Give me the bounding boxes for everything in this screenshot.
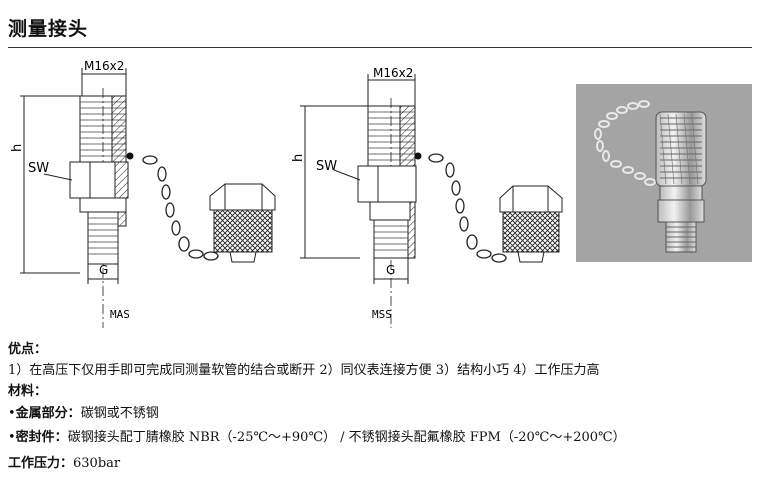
mas-drawing: M16x2 h SW G (10, 59, 276, 328)
mas-thread-label: M16x2 (84, 59, 124, 73)
technical-drawings: M16x2 h SW G (10, 59, 563, 328)
pressure-label: 工作压力： (8, 456, 74, 471)
mss-thread-label: M16x2 (373, 66, 413, 80)
mas-sw-label: SW (28, 161, 49, 176)
mss-g-label: G (386, 263, 395, 277)
mss-caption: MSS (372, 308, 392, 321)
seal-value: 碳钢接头配丁腈橡胶 NBR（-25℃～+90℃） / 不锈钢接头配氟橡胶 FPM… (67, 430, 626, 445)
metal-label: 金属部分： (15, 406, 81, 421)
bullet-icon: • (8, 406, 16, 421)
mas-g-label: G (99, 263, 108, 277)
mas-caption: MAS (110, 308, 130, 321)
pressure-line: 工作压力：630bar (8, 454, 120, 474)
advantages-text: 1）在高压下仅用手即可完成同测量软管的结合或断开 2）同仪表连接方便 3）结构小… (8, 363, 600, 378)
pressure-value: 630bar (73, 456, 121, 471)
seal-label: 密封件： (15, 430, 68, 445)
mss-drawing: M16x2 h SW G (291, 66, 563, 328)
mas-h-label: h (10, 144, 25, 152)
metal-line: •金属部分：碳钢或不锈钢 (8, 404, 159, 424)
advantages-heading: 优点： (8, 342, 48, 357)
title-divider (8, 47, 752, 48)
materials-heading: 材料： (8, 384, 48, 399)
bullet-icon: • (8, 430, 16, 445)
mss-h-label: h (291, 154, 306, 162)
product-photo (576, 84, 752, 262)
mss-sw-label: SW (316, 159, 337, 174)
metal-value: 碳钢或不锈钢 (80, 406, 159, 421)
page-title: 测量接头 (8, 18, 89, 40)
seal-line: •密封件：碳钢接头配丁腈橡胶 NBR（-25℃～+90℃） / 不锈钢接头配氟橡… (8, 428, 626, 448)
